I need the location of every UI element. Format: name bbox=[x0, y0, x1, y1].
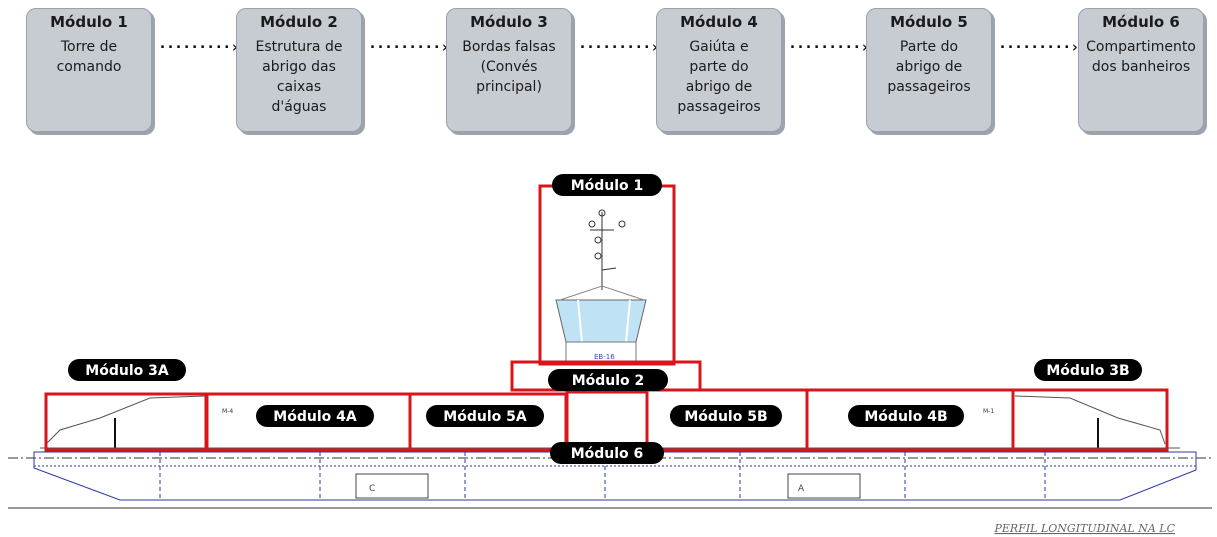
pill-module-3b-label: Módulo 3B bbox=[1046, 363, 1129, 379]
pill-module-3b: Módulo 3B bbox=[1034, 359, 1142, 381]
flow-box-module-5: Módulo 5 Parte do abrigo de passageiros bbox=[866, 8, 992, 132]
flow-box-module-4: Módulo 4 Gaiúta e parte do abrigo de pas… bbox=[656, 8, 782, 132]
flow-box-desc: Compartimento dos banheiros bbox=[1086, 39, 1196, 75]
pill-module-4a: Módulo 4A bbox=[256, 405, 374, 427]
module-6-highlight bbox=[565, 390, 649, 452]
pill-module-5b-label: Módulo 5B bbox=[684, 409, 767, 425]
command-tower bbox=[555, 209, 647, 363]
flow-box-module-3: Módulo 3 Bordas falsas (Convés principal… bbox=[446, 8, 572, 132]
hull bbox=[8, 451, 1212, 509]
flow-box-title: Módulo 2 bbox=[260, 13, 338, 31]
hatch-tag-left: C bbox=[369, 484, 375, 494]
flow-box-desc: Estrutura de abrigo das caixas d'águas bbox=[255, 39, 343, 115]
pill-module-2-label: Módulo 2 bbox=[572, 373, 645, 389]
drawing-caption: PERFIL LONGITUDINAL NA LC bbox=[993, 522, 1175, 535]
flow-arrow: ·········› bbox=[998, 38, 1079, 56]
module-3a-highlight bbox=[44, 392, 208, 452]
pill-module-1: Módulo 1 bbox=[552, 174, 662, 196]
flow-box-desc: Parte do abrigo de passageiros bbox=[887, 39, 971, 95]
tower-tag: EB-16 bbox=[594, 353, 615, 361]
flow-box-desc: Torre de comando bbox=[56, 39, 122, 75]
pill-module-1-label: Módulo 1 bbox=[571, 178, 644, 194]
pill-module-6: Módulo 6 bbox=[550, 442, 664, 464]
cabin-tag-left: M-4 bbox=[222, 408, 233, 415]
flow-box-title: Módulo 5 bbox=[890, 13, 968, 31]
pill-module-6-label: Módulo 6 bbox=[571, 446, 644, 462]
pill-module-5a-label: Módulo 5A bbox=[443, 409, 527, 425]
flow-box-title: Módulo 6 bbox=[1102, 13, 1180, 31]
flow-arrow: ·········› bbox=[368, 38, 449, 56]
pill-module-5a: Módulo 5A bbox=[426, 405, 544, 427]
pill-module-5b: Módulo 5B bbox=[670, 405, 782, 427]
pill-module-4b-label: Módulo 4B bbox=[864, 409, 947, 425]
pill-module-3a-label: Módulo 3A bbox=[85, 363, 169, 379]
module-3b-highlight bbox=[1011, 388, 1169, 452]
flow-box-title: Módulo 1 bbox=[50, 13, 128, 31]
cabin-tag-right: M-1 bbox=[983, 408, 994, 415]
flow-box-module-2: Módulo 2 Estrutura de abrigo das caixas … bbox=[236, 8, 362, 132]
flow-arrow: ·········› bbox=[578, 38, 659, 56]
module-highlights bbox=[44, 184, 1169, 452]
pill-module-4a-label: Módulo 4A bbox=[273, 409, 357, 425]
flow-box-desc: Gaiúta e parte do abrigo de passageiros bbox=[677, 39, 761, 115]
flow-box-title: Módulo 4 bbox=[680, 13, 758, 31]
flow-box-desc: Bordas falsas (Convés principal) bbox=[462, 39, 556, 95]
pill-module-3a: Módulo 3A bbox=[68, 359, 186, 381]
superstructure bbox=[40, 395, 1180, 450]
hatch-tag-right: A bbox=[798, 484, 805, 494]
flow-box-title: Módulo 3 bbox=[470, 13, 548, 31]
pill-module-4b: Módulo 4B bbox=[848, 405, 964, 427]
flow-box-module-6: Módulo 6 Compartimento dos banheiros bbox=[1078, 8, 1204, 132]
pill-module-2: Módulo 2 bbox=[548, 369, 668, 391]
flow-arrow: ·········› bbox=[788, 38, 869, 56]
flow-box-module-1: Módulo 1 Torre de comando bbox=[26, 8, 152, 132]
flow-arrow: ·········› bbox=[158, 38, 239, 56]
